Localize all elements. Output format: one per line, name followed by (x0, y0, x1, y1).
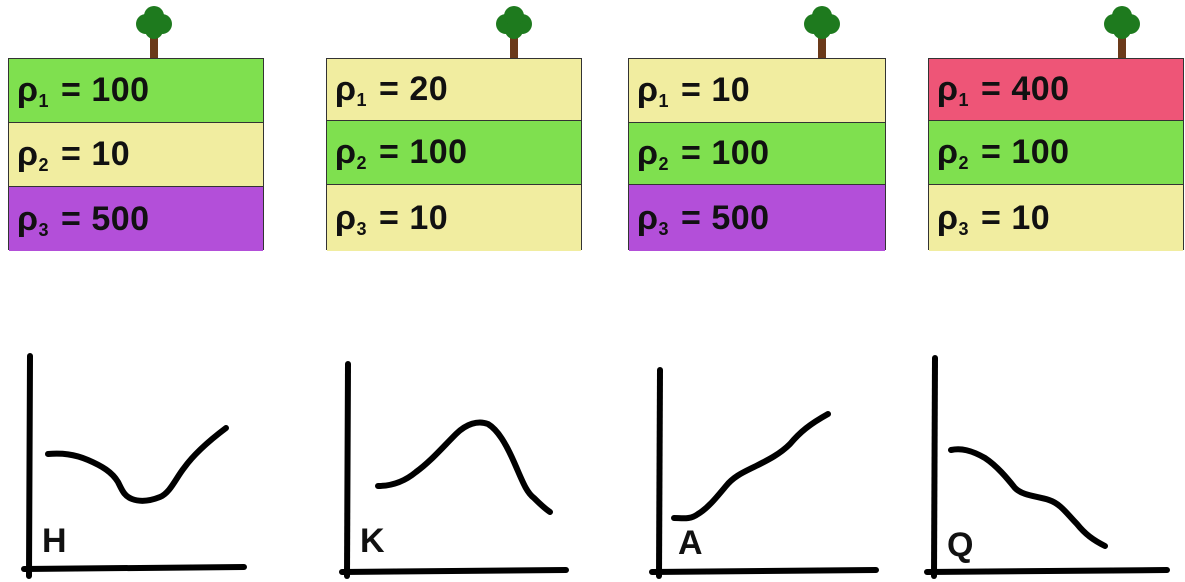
curve-type-label: H (42, 522, 67, 560)
layer-value: 20 (409, 70, 449, 108)
curve-panel-q: Q (915, 350, 1177, 582)
layer-value: 10 (711, 71, 751, 109)
equals-sign: = (971, 70, 1012, 108)
x-axis (339, 567, 569, 575)
x-axis (924, 567, 1170, 575)
layer-index: 1 (38, 91, 50, 111)
equals-sign: = (369, 198, 410, 237)
equals-sign: = (671, 134, 712, 172)
layer-index: 1 (958, 90, 970, 110)
curve-type-label: K (360, 522, 385, 560)
layer-index: 3 (958, 218, 970, 239)
rho-symbol: ρ (335, 70, 357, 108)
tree-icon (804, 6, 840, 58)
layer-value: 10 (91, 135, 131, 173)
equals-sign: = (671, 198, 712, 237)
equals-sign: = (51, 135, 92, 173)
rho-symbol: ρ (637, 198, 659, 237)
curve-line (375, 419, 553, 515)
rho-symbol: ρ (17, 71, 39, 109)
equals-sign: = (369, 133, 410, 171)
curve-sketch (21, 353, 247, 579)
layer-value: 100 (409, 133, 468, 171)
layer-index: 3 (38, 219, 50, 240)
layer-value: 100 (711, 134, 770, 172)
equals-sign: = (51, 199, 92, 238)
rho-symbol: ρ (17, 135, 39, 173)
rho-symbol: ρ (637, 134, 659, 172)
curve-type-label: Q (947, 526, 974, 564)
y-axis (931, 355, 938, 579)
layer-value: 10 (409, 198, 449, 237)
equals-sign: = (369, 70, 410, 108)
x-axis (21, 564, 247, 572)
rho-symbol: ρ (335, 198, 357, 237)
equals-sign: = (971, 133, 1012, 171)
layer-value: 500 (711, 198, 770, 237)
equals-sign: = (671, 71, 712, 109)
curve-line (671, 411, 831, 522)
curve-sketch (924, 355, 1170, 579)
tree-icon (496, 6, 532, 58)
y-axis (344, 361, 351, 579)
curve-type-label: A (678, 524, 703, 562)
tree-icon (136, 6, 172, 58)
curve-sketch (649, 367, 879, 579)
rho-symbol: ρ (637, 71, 659, 109)
layer-index: 3 (658, 218, 670, 239)
layer-value: 500 (91, 199, 150, 238)
curve-line (45, 425, 229, 504)
y-axis (656, 367, 663, 579)
layer-index: 2 (958, 153, 970, 173)
layer-index: 2 (658, 154, 670, 174)
curve-panel-h: H (0, 350, 250, 582)
x-axis (649, 567, 879, 575)
rho-symbol: ρ (937, 198, 959, 237)
layer-index: 2 (38, 155, 50, 175)
layer-index: 1 (658, 91, 670, 111)
rho-symbol: ρ (937, 70, 959, 108)
curve-panel-k: K (330, 350, 580, 582)
layer-value: 10 (1011, 198, 1051, 237)
layer-index: 1 (356, 90, 368, 110)
y-axis (26, 353, 33, 579)
curve-panel-a: A (640, 350, 890, 582)
rho-symbol: ρ (937, 133, 959, 171)
layer-index: 3 (356, 218, 368, 239)
layer-value: 400 (1011, 70, 1070, 108)
rho-symbol: ρ (17, 199, 39, 238)
rho-symbol: ρ (335, 133, 357, 171)
layer-value: 100 (91, 71, 150, 109)
tree-icon (1104, 6, 1140, 58)
equals-sign: = (51, 71, 92, 109)
layer-value: 100 (1011, 133, 1070, 171)
curve-sketch (339, 361, 569, 579)
curve-line (948, 446, 1108, 549)
equals-sign: = (971, 198, 1012, 237)
layer-index: 2 (356, 153, 368, 173)
